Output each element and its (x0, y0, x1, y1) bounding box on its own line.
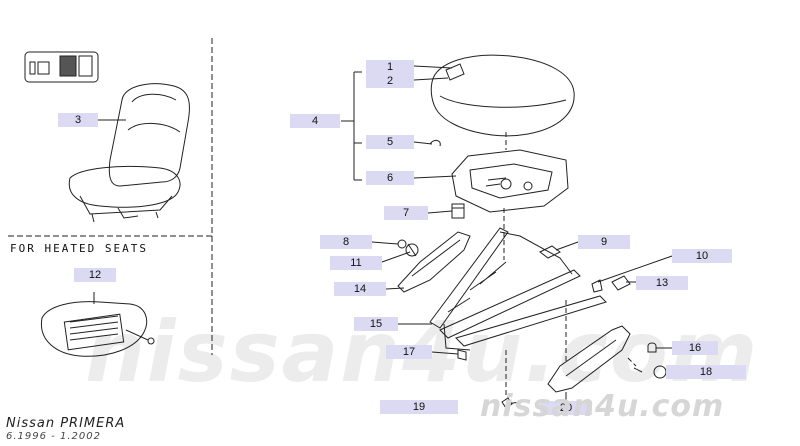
clip-drawing (429, 139, 441, 147)
leader-lines (93, 65, 673, 405)
cushion-drawing (430, 54, 575, 137)
callout-13[interactable]: 13 (636, 276, 688, 290)
callout-5[interactable]: 5 (366, 135, 414, 149)
callout-17[interactable]: 17 (386, 345, 432, 359)
watermark-small: nissan4u.com (480, 389, 725, 424)
callout-8[interactable]: 8 (320, 235, 372, 249)
seat-assembly-drawing (68, 83, 190, 223)
production-dates: 6.1996 - 1.2002 (6, 431, 101, 442)
callout-19[interactable]: 19 (380, 400, 458, 414)
block-drawing (451, 203, 465, 219)
fasteners-drawing (397, 239, 419, 257)
left-rail-drawing (397, 231, 471, 293)
vehicle-locator-icon (24, 51, 99, 83)
model-name: Nissan PRIMERA (6, 416, 126, 431)
small-parts-drawing (457, 245, 667, 409)
callout-15[interactable]: 15 (354, 317, 398, 331)
assembly-bracket (341, 71, 362, 181)
callout-20[interactable]: 20 (540, 401, 592, 415)
callout-1[interactable]: 1 (366, 60, 414, 74)
callout-7[interactable]: 7 (384, 206, 428, 220)
side-cover-drawing (547, 325, 631, 393)
callout-2[interactable]: 2 (366, 74, 414, 88)
heated-seats-label: FOR HEATED SEATS (10, 242, 148, 255)
callout-16[interactable]: 16 (672, 341, 718, 355)
callout-10[interactable]: 10 (672, 249, 732, 263)
callout-3[interactable]: 3 (58, 113, 98, 127)
callout-9[interactable]: 9 (578, 235, 630, 249)
callout-4[interactable]: 4 (290, 114, 340, 128)
heated-seat-element-drawing (40, 301, 155, 357)
callout-14[interactable]: 14 (334, 282, 386, 296)
callout-12[interactable]: 12 (74, 268, 116, 282)
callout-6[interactable]: 6 (366, 171, 414, 185)
seat-pan-drawing (451, 149, 569, 213)
callout-18[interactable]: 18 (666, 365, 746, 379)
callout-11[interactable]: 11 (330, 256, 382, 270)
dashed-guide-lines (503, 132, 637, 398)
slide-rail-drawing (429, 227, 607, 351)
